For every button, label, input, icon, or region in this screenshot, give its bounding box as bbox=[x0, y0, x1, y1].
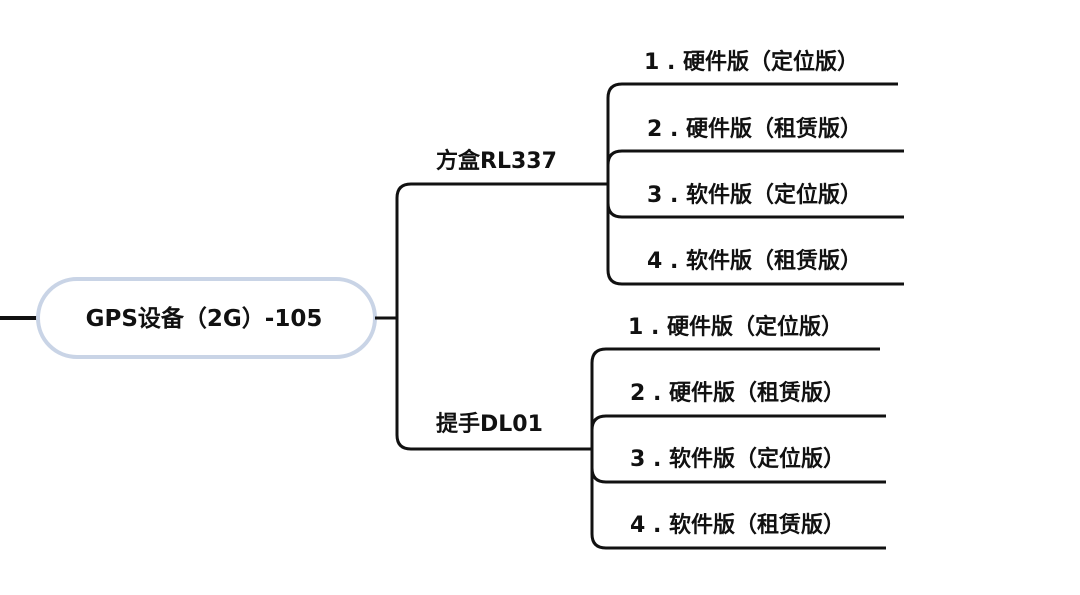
branch-node-rl337[interactable]: 方盒RL337 bbox=[411, 148, 608, 186]
branch-label-dl01: 提手DL01 bbox=[436, 411, 543, 437]
leaf-label: 1 . 硬件版（定位版） bbox=[644, 49, 859, 75]
leaf-node[interactable]: 1 . 硬件版（定位版） bbox=[644, 49, 859, 75]
branch-node-dl01[interactable]: 提手DL01 bbox=[411, 411, 592, 451]
leaf-label: 1 . 硬件版（定位版） bbox=[628, 314, 843, 340]
leaf-node[interactable]: 3 . 软件版（定位版） bbox=[647, 182, 862, 208]
leaf-label: 4 . 软件版（租赁版） bbox=[630, 512, 845, 538]
leaf-label: 3 . 软件版（定位版） bbox=[647, 182, 862, 208]
leaf-connector-dl01-4 bbox=[590, 449, 886, 550]
leaf-connector-rl337-1 bbox=[606, 82, 898, 184]
leaf-connector-rl337-2 bbox=[606, 149, 904, 184]
leaf-node[interactable]: 4 . 软件版（租赁版） bbox=[647, 248, 862, 274]
leaf-connector-rl337-4 bbox=[606, 184, 904, 286]
leaf-node[interactable]: 2 . 硬件版（租赁版） bbox=[630, 381, 845, 406]
branch-trunk-connector bbox=[395, 182, 412, 451]
leaf-node[interactable]: 3 . 软件版（定位版） bbox=[630, 446, 845, 472]
leaf-label: 3 . 软件版（定位版） bbox=[630, 446, 845, 472]
leaf-label: 2 . 硬件版（租赁版） bbox=[630, 381, 845, 406]
leaf-connector-dl01-1 bbox=[590, 347, 880, 449]
leaf-node[interactable]: 2 . 硬件版（租赁版） bbox=[647, 117, 862, 142]
leaf-connector-dl01-2 bbox=[590, 414, 886, 449]
leaf-label: 4 . 软件版（租赁版） bbox=[647, 248, 862, 274]
branch-label-rl337: 方盒RL337 bbox=[436, 148, 557, 174]
leaf-node[interactable]: 1 . 硬件版（定位版） bbox=[628, 314, 843, 340]
leaf-node[interactable]: 4 . 软件版（租赁版） bbox=[630, 512, 845, 538]
root-node-label: GPS设备（2G）-105 bbox=[86, 305, 323, 332]
root-node[interactable]: GPS设备（2G）-105 bbox=[36, 277, 377, 359]
leaf-label: 2 . 硬件版（租赁版） bbox=[647, 117, 862, 142]
